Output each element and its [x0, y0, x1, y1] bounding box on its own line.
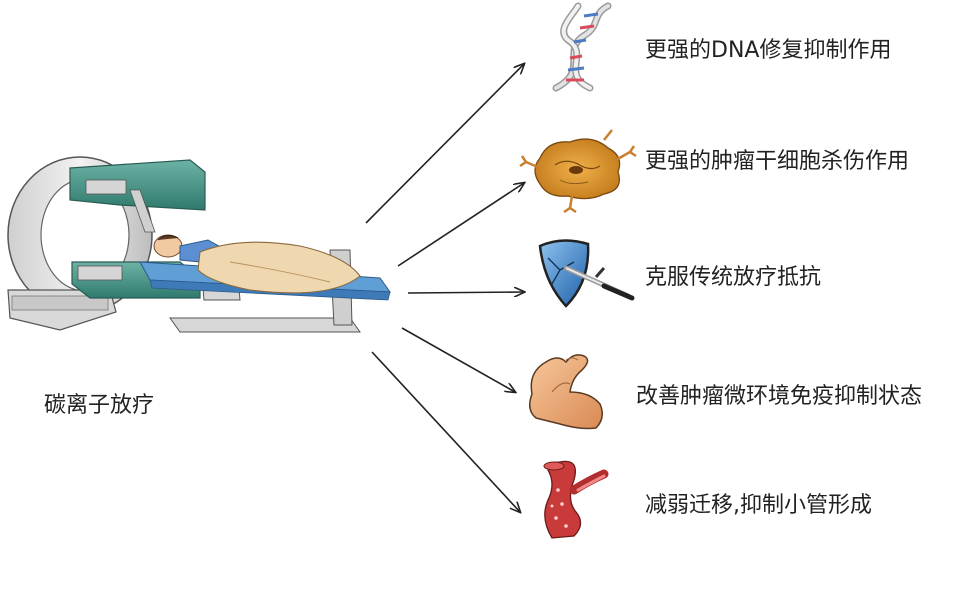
arrows — [365, 64, 524, 512]
flexed-arm-icon — [529, 354, 603, 430]
effect-label-stem-cell: 更强的肿瘤干细胞杀伤作用 — [645, 149, 910, 174]
arrow-to-migration — [371, 351, 520, 512]
arrow-to-stem-cell — [397, 183, 524, 267]
effect-label-migration: 减弱迁移,抑制小管形成 — [645, 493, 872, 518]
arrow-to-radioresistance — [407, 292, 524, 293]
arrow-to-dna-repair — [365, 64, 524, 224]
source-label: 碳离子放疗 — [44, 393, 155, 418]
blood-vessel-icon — [543, 460, 609, 539]
effect-label-radioresistance: 克服传统放疗抵抗 — [645, 265, 822, 290]
ct-scanner-with-patient-icon — [7, 156, 392, 333]
arrow-to-immune-microenvironment — [401, 327, 515, 392]
tumor-cell-icon — [519, 129, 637, 214]
effect-label-dna-repair: 更强的DNA修复抑制作用 — [645, 38, 892, 63]
dna-helix-icon — [552, 2, 612, 92]
broken-shield-sword-icon — [538, 239, 635, 308]
effect-label-immune-microenvironment: 改善肿瘤微环境免疫抑制状态 — [636, 384, 923, 409]
